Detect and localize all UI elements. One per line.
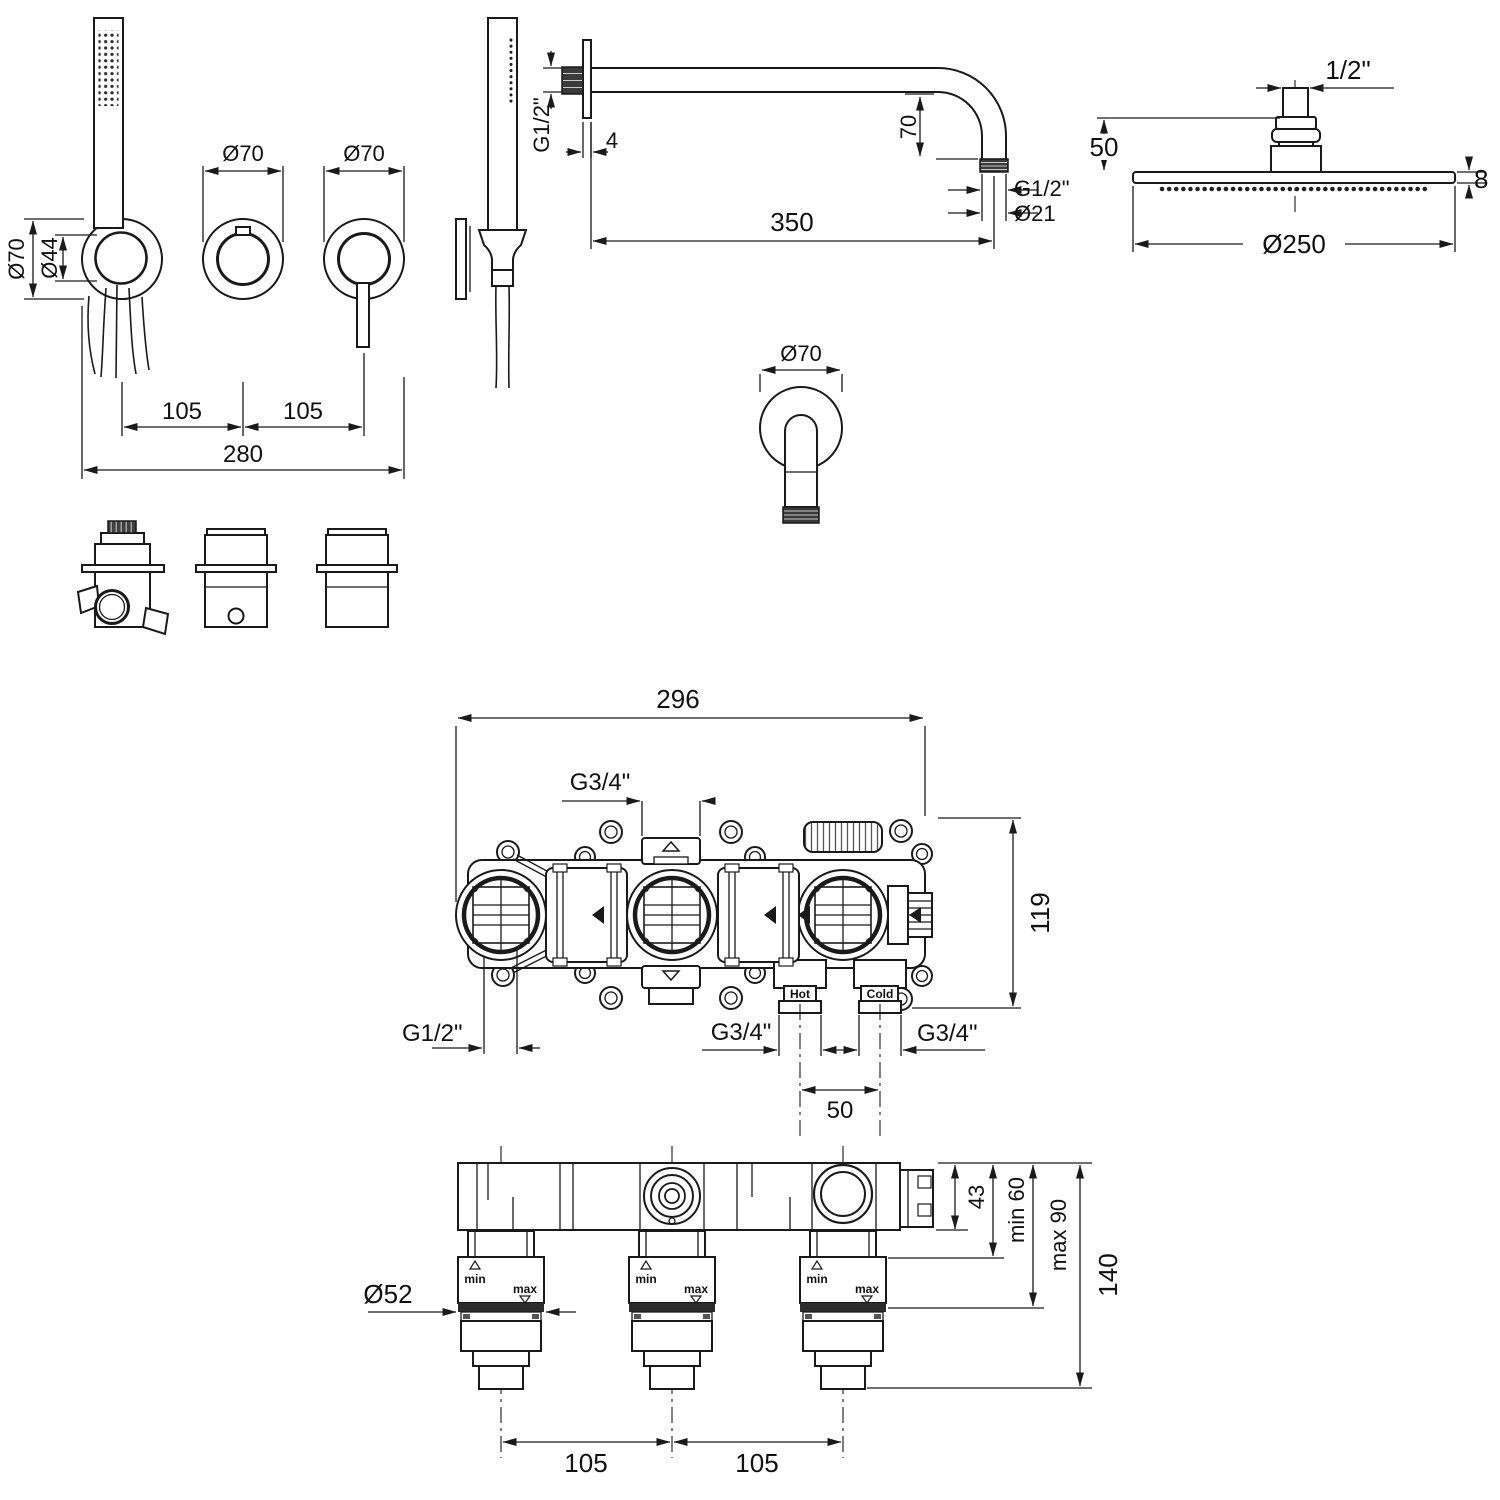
hose-strand <box>141 296 150 371</box>
dim-head-height: 50 <box>1090 132 1119 162</box>
side-boss-right <box>812 1163 874 1225</box>
dim-escutcheon-dia: Ø70 <box>4 238 29 280</box>
hose-strand <box>128 287 137 375</box>
shower-arm-view: G1/2" 4 70 350 G1/2" Ø21 <box>529 39 1070 249</box>
valve-cartridge-parts <box>76 520 398 636</box>
side-stem-2: min max <box>628 1230 716 1390</box>
hot-label: Hot <box>790 987 810 1001</box>
hose <box>494 285 498 389</box>
arm-tube-outer <box>591 67 1007 159</box>
max-mark: max <box>684 1282 708 1296</box>
cartridge-block-1 <box>545 863 628 967</box>
min-mark: min <box>635 1272 656 1286</box>
dim-pitch-right: 105 <box>283 398 323 425</box>
handshower-side-view <box>455 17 528 389</box>
hose-strand <box>100 287 107 378</box>
part2-hole <box>227 607 245 625</box>
flow-up-arrow <box>661 840 681 852</box>
knob2-lever <box>356 282 370 348</box>
part1-right-wing <box>141 606 170 636</box>
knob1-escutcheon <box>202 218 284 300</box>
min-mark: min <box>806 1272 827 1286</box>
dim-trim-dia: Ø52 <box>363 1279 412 1309</box>
handshower-wand-side <box>487 17 518 231</box>
overhead-shower-view: 1/2" 50 8 Ø250 <box>1088 55 1488 259</box>
right-end-port <box>887 885 933 945</box>
dim-arm-flange-offset: 4 <box>606 128 618 153</box>
dim-arm-outlet-thread: G1/2" <box>1014 176 1070 201</box>
valve-chamber-2 <box>626 869 718 961</box>
dim-head-connection: 1/2" <box>1325 55 1370 85</box>
flow-down-arrow <box>661 970 681 982</box>
dim-side-pitch-left: 105 <box>564 1448 607 1478</box>
dim-body-depth: 43 <box>964 1185 989 1209</box>
dim-valve-height: 119 <box>1025 892 1055 933</box>
part1-knob <box>94 589 130 625</box>
head-plate <box>1132 171 1456 184</box>
dim-min-depth: min 60 <box>1004 1177 1029 1243</box>
side-stem-1: min max <box>457 1230 545 1390</box>
dim-arm-length: 350 <box>770 207 813 237</box>
outlet-pipe <box>784 414 818 508</box>
holder-ring <box>94 231 148 285</box>
dim-hot-inlet-thread: G3/4" <box>711 1019 772 1046</box>
knob2 <box>337 232 391 286</box>
dim-outlet-dia: Ø70 <box>780 341 822 366</box>
dim-left-outlet-thread: G1/2" <box>402 1020 463 1047</box>
arm-tube-inner <box>591 91 983 159</box>
dim-cold-inlet-thread: G3/4" <box>917 1020 978 1047</box>
wall-outlet-elbow-view: Ø70 <box>759 341 843 524</box>
hose-strand <box>115 284 118 379</box>
side-right-cap <box>899 1169 934 1228</box>
side-stem-3: min max <box>799 1230 887 1390</box>
handset-mixer-front-view: Ø70 Ø44 Ø70 Ø70 105 105 280 <box>4 17 405 479</box>
head-hub <box>1270 145 1322 173</box>
head-stem <box>1282 87 1309 119</box>
cold-label: Cold <box>867 987 894 1001</box>
knob1-index <box>235 226 251 236</box>
dim-inlet-pitch: 50 <box>827 1097 854 1124</box>
knob1 <box>216 232 270 286</box>
dim-overall-depth: 140 <box>1093 1253 1123 1296</box>
wall-bracket <box>455 218 467 300</box>
dim-pitch-left: 105 <box>162 398 202 425</box>
max-mark: max <box>513 1282 537 1296</box>
part1-knurled-cap <box>107 520 137 534</box>
dim-knob1-dia: Ø70 <box>222 141 264 166</box>
dim-valve-width: 296 <box>656 684 699 714</box>
valve-body-side-view: min max min max <box>363 1146 1123 1478</box>
head-nut <box>1271 128 1321 143</box>
mounting-lugs <box>491 819 933 1011</box>
dim-side-pitch-right: 105 <box>735 1448 778 1478</box>
dim-top-outlet-thread: G3/4" <box>570 769 631 796</box>
valve-chamber-1 <box>455 869 547 961</box>
dim-holder-dia: Ø44 <box>37 237 62 279</box>
valve-body-front-view: Hot Cold <box>402 684 1055 1136</box>
dim-head-diameter: Ø250 <box>1262 229 1326 259</box>
min-mark: min <box>464 1272 485 1286</box>
hose <box>507 285 511 389</box>
hose-strand <box>87 295 96 375</box>
holder-cup <box>477 229 528 271</box>
valve-chamber-3 <box>797 869 889 961</box>
dim-head-thickness: 8 <box>1474 164 1488 194</box>
side-boss-middle <box>643 1167 701 1225</box>
dim-max-depth: max 90 <box>1046 1199 1071 1271</box>
max-mark: max <box>855 1282 879 1296</box>
cartridge-block-2 <box>717 863 800 967</box>
dim-arm-drop: 70 <box>896 115 921 139</box>
valve-knurled-cap <box>803 821 883 853</box>
dim-arm-outlet-dia: Ø21 <box>1014 201 1056 226</box>
arm-wall-flange <box>582 39 592 119</box>
dim-overall-width: 280 <box>223 441 263 468</box>
dim-arm-wall-thread: G1/2" <box>529 97 554 153</box>
dim-knob2-dia: Ø70 <box>343 141 385 166</box>
spray-face-dots <box>98 30 119 106</box>
